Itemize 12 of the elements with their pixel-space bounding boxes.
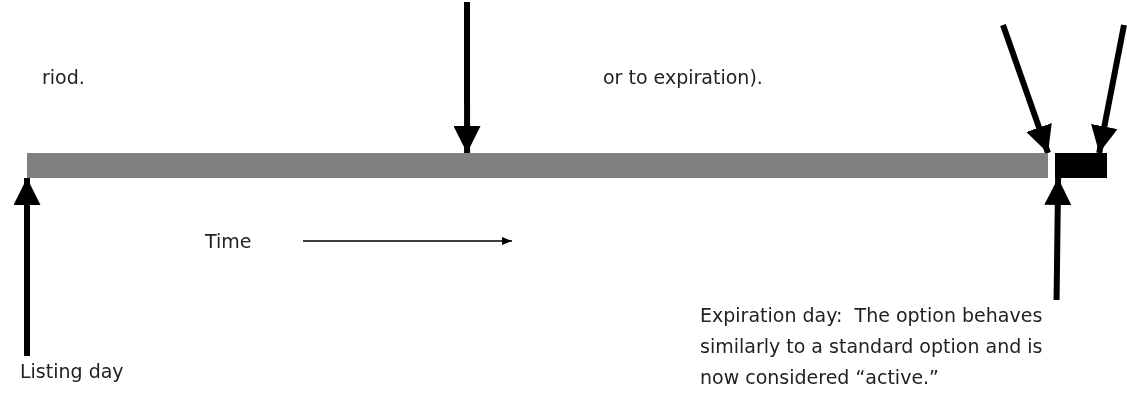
arrow bbox=[13, 178, 41, 356]
arrow bbox=[1000, 24, 1052, 154]
timeline-bar bbox=[27, 153, 1048, 178]
timeline-bar bbox=[1055, 153, 1107, 178]
note-text: riod. bbox=[42, 65, 85, 90]
arrow bbox=[1091, 24, 1127, 154]
arrow bbox=[453, 2, 481, 153]
expiration-day-text: Expiration day: The option behaves similarly to a standard option and is now considered “active.” bbox=[700, 300, 1062, 393]
note-text: or to expiration). bbox=[603, 65, 763, 90]
listing-day-label: Listing day bbox=[20, 356, 220, 387]
arrow bbox=[1044, 177, 1072, 301]
axis-label: Time bbox=[205, 229, 252, 254]
